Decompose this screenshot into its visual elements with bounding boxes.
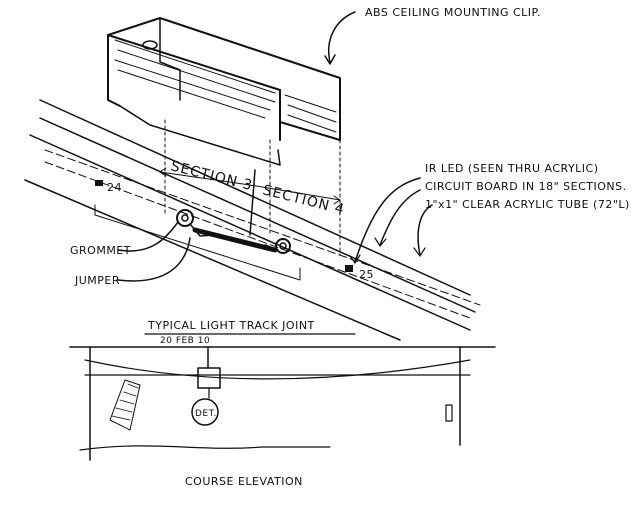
detail-callout — [191, 398, 219, 426]
clip-label: ABS CEILING MOUNTING CLIP. — [365, 6, 541, 19]
grommet-label: GROMMET — [70, 244, 131, 257]
left-leaders — [117, 221, 191, 282]
grommet-right — [275, 238, 291, 254]
date-label: 20 FEB 10 — [160, 336, 210, 346]
jumper-label: JUMPER — [74, 274, 120, 287]
course-elevation — [69, 346, 496, 461]
section-3-label: SECTION 3 — [169, 158, 254, 194]
section-4-label: SECTION 4 — [261, 182, 346, 218]
jumper-cable — [192, 227, 278, 253]
clip-leader-arrow — [324, 54, 336, 65]
clip-leader — [328, 11, 356, 63]
section-markers — [159, 167, 341, 236]
elevation-title: COURSE ELEVATION — [185, 475, 303, 488]
led-25-label: 25 — [359, 268, 374, 281]
led-24-marker — [95, 180, 103, 186]
led-25-marker — [345, 265, 353, 272]
ir-led-label: IR LED (SEEN THRU ACRYLIC) — [425, 162, 599, 175]
led-24-label: 24 — [107, 181, 122, 194]
det-label: DET. — [195, 409, 217, 419]
jumper-assembly — [176, 209, 291, 254]
circuit-board-label: CIRCUIT BOARD IN 18" SECTIONS. — [425, 180, 627, 193]
right-leaders — [349, 177, 433, 264]
tube-label: 1"x1" CLEAR ACRYLIC TUBE (72"L) — [425, 198, 630, 211]
grommet-left — [176, 209, 194, 227]
acrylic-tube — [24, 99, 481, 341]
detail-title: TYPICAL LIGHT TRACK JOINT — [147, 319, 315, 332]
